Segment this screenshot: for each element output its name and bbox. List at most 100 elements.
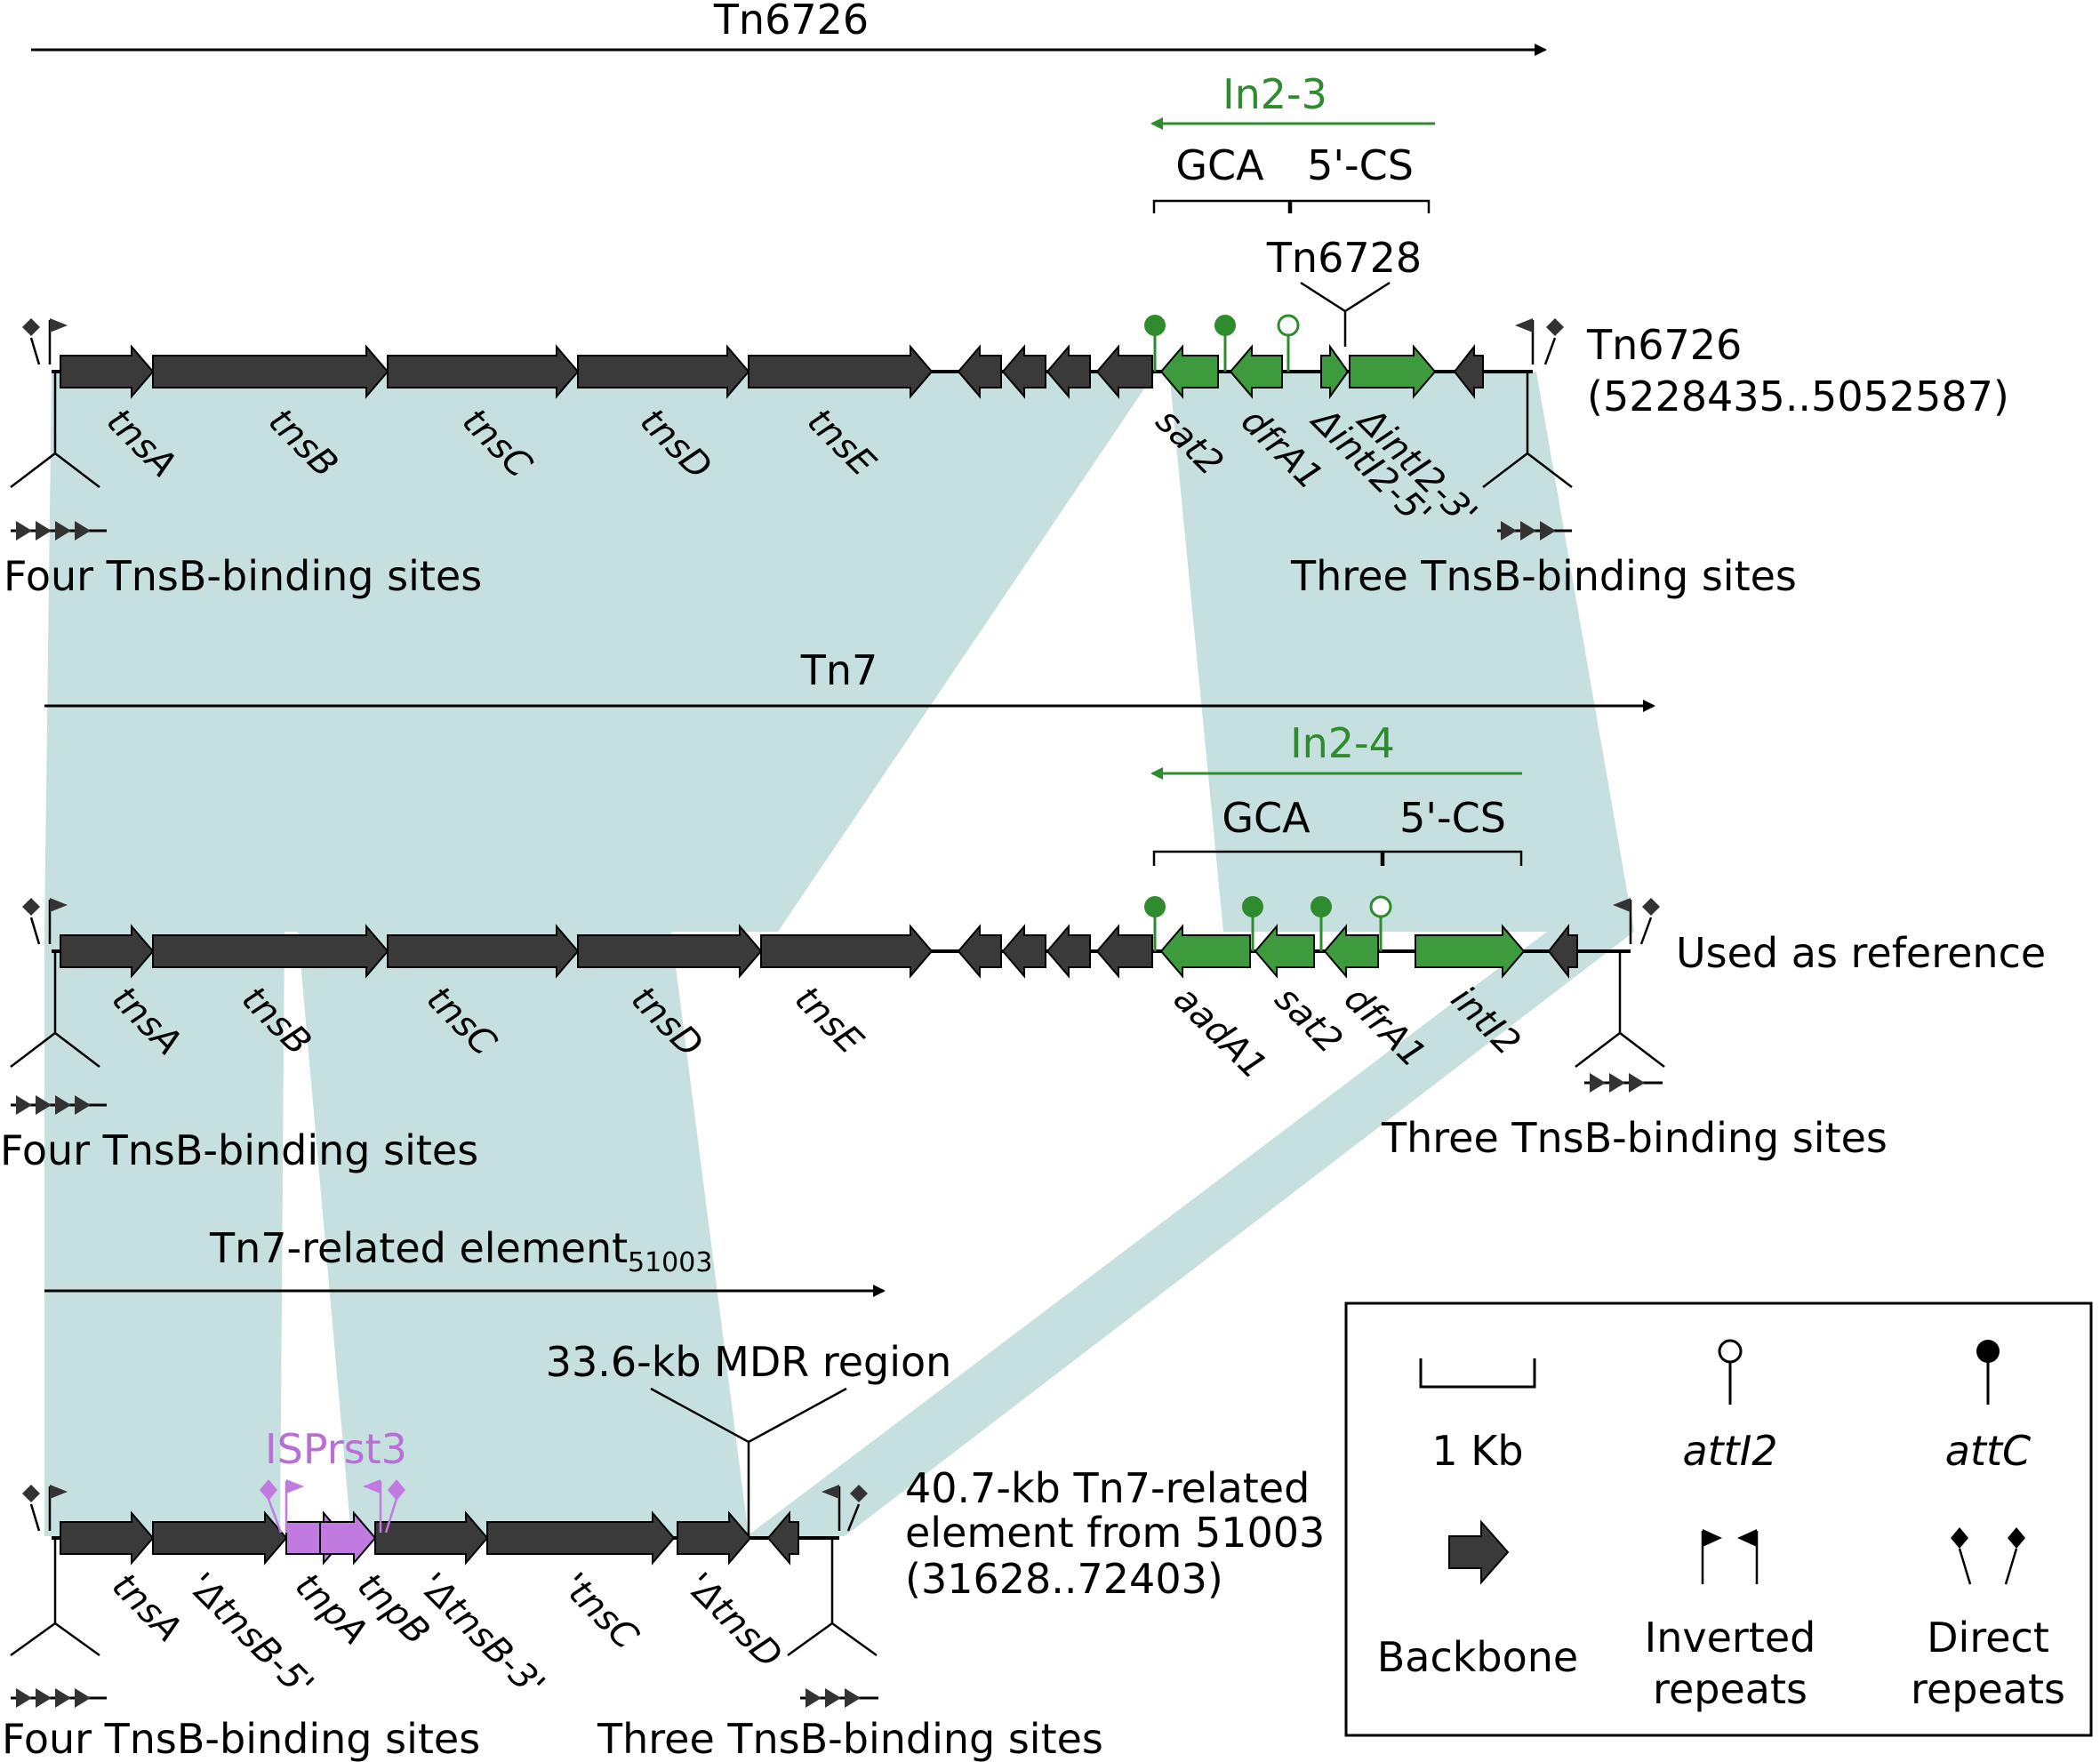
gene-label: 'ΔtnsD [678,1566,790,1677]
direct-repeat-icon [1642,898,1660,916]
direct-repeat-icon [22,1485,40,1502]
gene-orf [1095,344,1153,399]
right-binding-sites [1584,1073,1663,1093]
gene-tnsD [577,344,750,399]
gene-label: 'tnsC [554,1566,646,1658]
gene-sat2 [1254,924,1315,979]
side-label-2: element from 51003 [905,1509,1325,1557]
gene-tnsB [152,344,389,399]
insertion-marker [1300,281,1391,347]
gca-bracket [1152,850,1383,866]
inverted-repeat-icon [50,318,68,332]
left-repeats [22,1485,68,1532]
gene-dfrA1 [1229,344,1283,399]
gene-tnsD [677,1510,752,1566]
genes [60,924,1578,979]
insertion-label: Tn6728 [1266,234,1422,282]
cs5-label: 5'-CS [1307,141,1414,189]
genes [60,1510,799,1566]
direct-repeat-icon [1546,318,1564,336]
gene-label: sat2 [1267,979,1351,1062]
att-c-label: attC [1945,1427,2031,1475]
att-sites [1144,895,1392,951]
inverted-label-1: Inverted [1645,1614,1816,1662]
gene-label: 'ΔtnsB-3' [412,1566,552,1706]
inverted-repeat-icon [286,1479,304,1494]
extent-label: Tn7 [800,646,878,694]
extent-subscript: 51003 [628,1247,712,1278]
gene-orf [1547,924,1578,979]
side-label-1: 40.7-kb Tn7-related [905,1464,1310,1512]
backbone-label: Backbone [1377,1633,1578,1681]
right-sites-label: Three TnsB-binding sites [597,1715,1103,1762]
gene-tnsC [486,1510,676,1566]
inverted-repeat-icon [50,898,68,912]
side-label: Tn6726 [1586,321,1742,369]
gene-tnsE [748,344,934,399]
extent-label: Tn7-related element [209,1224,628,1272]
direct-repeat-icon [260,1479,277,1501]
gene-label: aadA1 [1166,979,1274,1087]
direct-repeat-icon [22,898,40,916]
inverted-repeat-icon [1737,1529,1757,1547]
gene-orf [957,924,1002,979]
inverted-label-2: repeats [1653,1665,1807,1713]
direct-label-2: repeats [1911,1665,2065,1713]
gene-intI2-5 [1320,343,1350,400]
left-sites-marker [10,951,100,1068]
att-sites [1144,314,1300,372]
inverted-repeat-icon [1515,318,1533,332]
gene-aadA1 [1159,924,1251,979]
gene-tnsB-3 [374,1510,489,1566]
left-repeats [22,318,68,365]
left-binding-sites [11,1688,107,1708]
right-binding-sites [1497,521,1572,541]
gene-orf [1001,924,1046,979]
gene-tnsA [60,344,155,399]
gene-orf [766,1510,799,1566]
left-sites-label: Four TnsB-binding sites [4,552,482,600]
att-i2-label: attI2 [1682,1427,1777,1475]
gene-tnsC [387,344,580,399]
left-binding-sites [11,1095,107,1115]
inverted-repeat-icon [363,1479,381,1494]
right-repeats [822,1485,868,1532]
insertion-marker [650,1387,847,1536]
inverted-repeat-icon [1703,1529,1722,1547]
gene-orf [957,344,1002,399]
gene-label: tnpB [349,1566,437,1654]
side-label: Used as reference [1676,929,2046,977]
right-sites-marker [1575,951,1665,1068]
left-sites-marker [10,1538,100,1657]
right-sites-label: Three TnsB-binding sites [1290,552,1797,600]
gene-tnsD [577,924,763,979]
attC-site [1310,896,1332,917]
gene-orf [1453,344,1484,399]
attC-site [1144,896,1166,917]
cs5-label: 5'-CS [1399,794,1506,842]
gene-intI2-3 [1349,344,1437,399]
gene-dfrA1 [1323,924,1379,979]
gene-tnsE [760,924,934,979]
inverted-repeat-icon [1613,898,1631,912]
attI2-legend-icon [1718,1339,1743,1364]
gene-labels: tnsA 'ΔtnsB-5' tnpA tnpB 'ΔtnsB-3' 'tnsC… [104,1566,790,1706]
integron-label: In2-4 [1290,719,1395,767]
gene-label: tnsA [104,1566,189,1651]
gene-label: tnpA [287,1566,375,1654]
scale-label: 1 Kb [1431,1427,1523,1475]
attC-site [1144,315,1166,336]
cs5-bracket [1289,199,1431,213]
direct-repeat-icon [22,318,40,336]
is-element-label: ISPrst3 [265,1425,407,1473]
cs5-bracket [1382,850,1523,866]
left-binding-sites [11,521,107,541]
inverted-repeat-icon [822,1485,839,1499]
gca-bracket [1152,199,1291,213]
attI2-site [1369,895,1392,918]
direct-repeat-icon [850,1485,868,1502]
gene-orf [1095,924,1153,979]
right-binding-sites [800,1688,878,1708]
attC-legend-icon [1976,1340,2000,1363]
